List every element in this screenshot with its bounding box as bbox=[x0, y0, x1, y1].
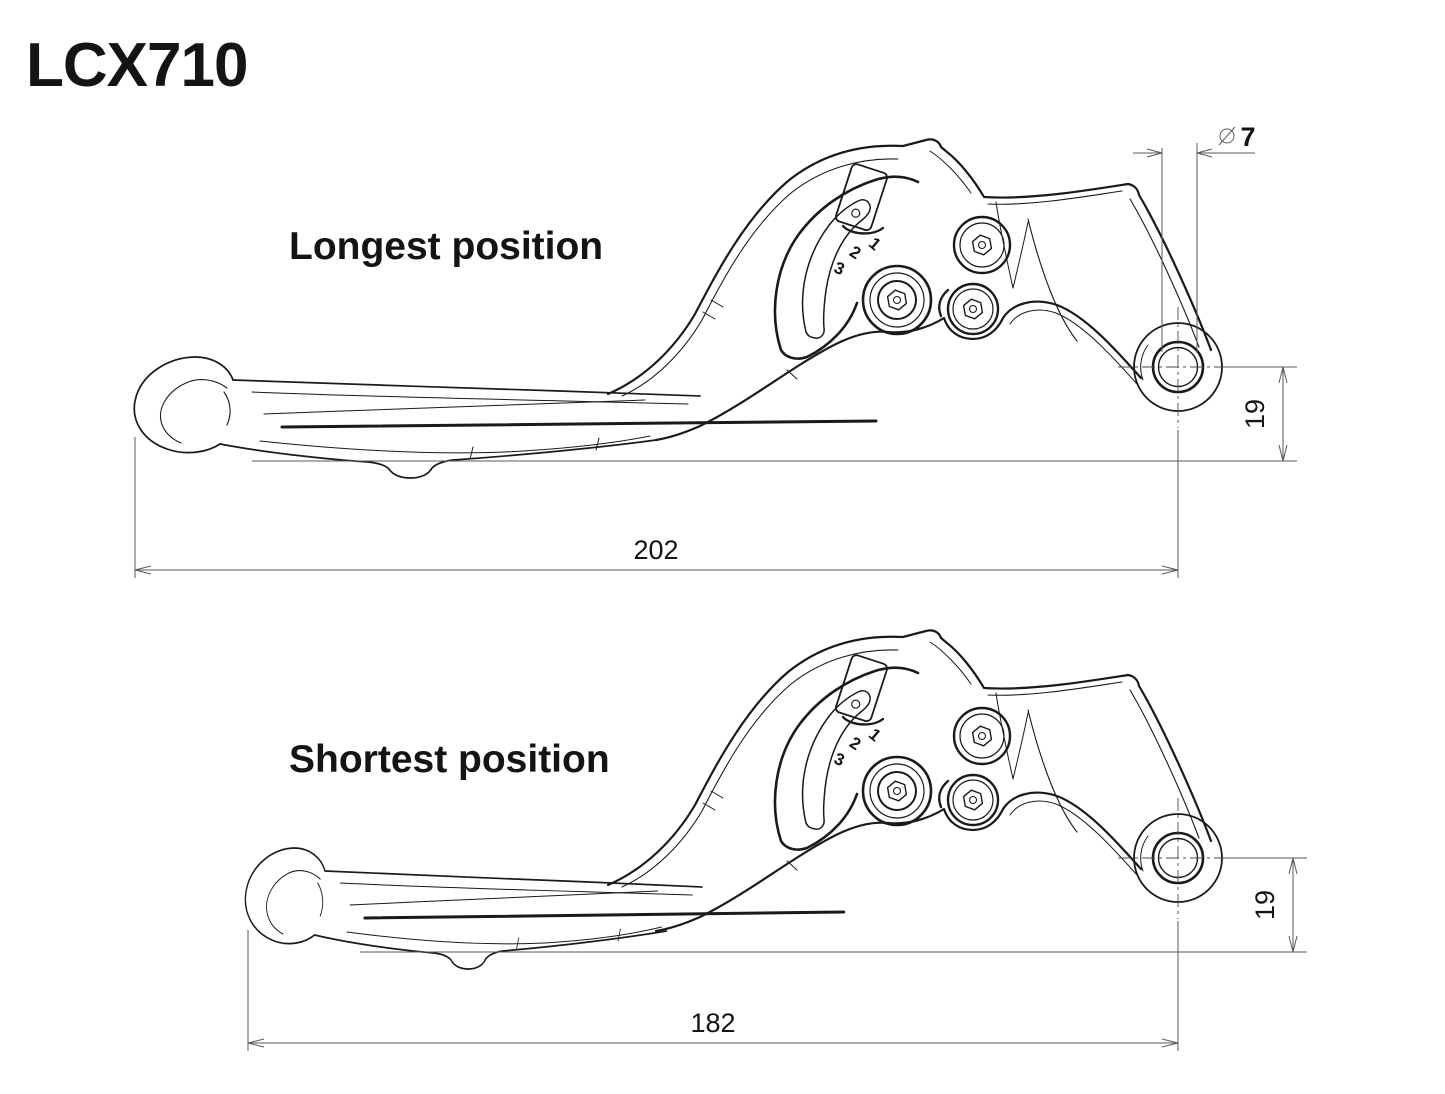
dim-pivot-hole-diameter: 7 bbox=[1133, 122, 1256, 352]
view-shortest: Shortest position 19 182 bbox=[243, 629, 1307, 1051]
lever-blade-longest bbox=[132, 355, 878, 480]
dim-height-value-shortest: 19 bbox=[1250, 890, 1280, 920]
view-shortest-label: Shortest position bbox=[289, 738, 610, 781]
diameter-symbol bbox=[1218, 126, 1236, 146]
dim-length-value-longest: 202 bbox=[633, 535, 678, 565]
dim-length-value-shortest: 182 bbox=[690, 1008, 735, 1038]
page-title: LCX710 bbox=[26, 31, 247, 100]
dim-height-value-longest: 19 bbox=[1240, 399, 1270, 429]
lever-body-longest bbox=[606, 138, 1242, 442]
view-longest-label: Longest position bbox=[289, 225, 603, 268]
view-longest: Longest position 7 19 bbox=[132, 122, 1297, 578]
dim-height-shortest: 19 bbox=[360, 857, 1307, 953]
dim-length-longest: 202 bbox=[134, 430, 1179, 578]
dim-length-shortest: 182 bbox=[247, 921, 1179, 1051]
dim-height-longest: 19 bbox=[252, 366, 1297, 462]
lever-blade-shortest bbox=[243, 846, 846, 971]
dim-diameter-value: 7 bbox=[1240, 122, 1255, 152]
lever-body-shortest bbox=[606, 629, 1242, 933]
